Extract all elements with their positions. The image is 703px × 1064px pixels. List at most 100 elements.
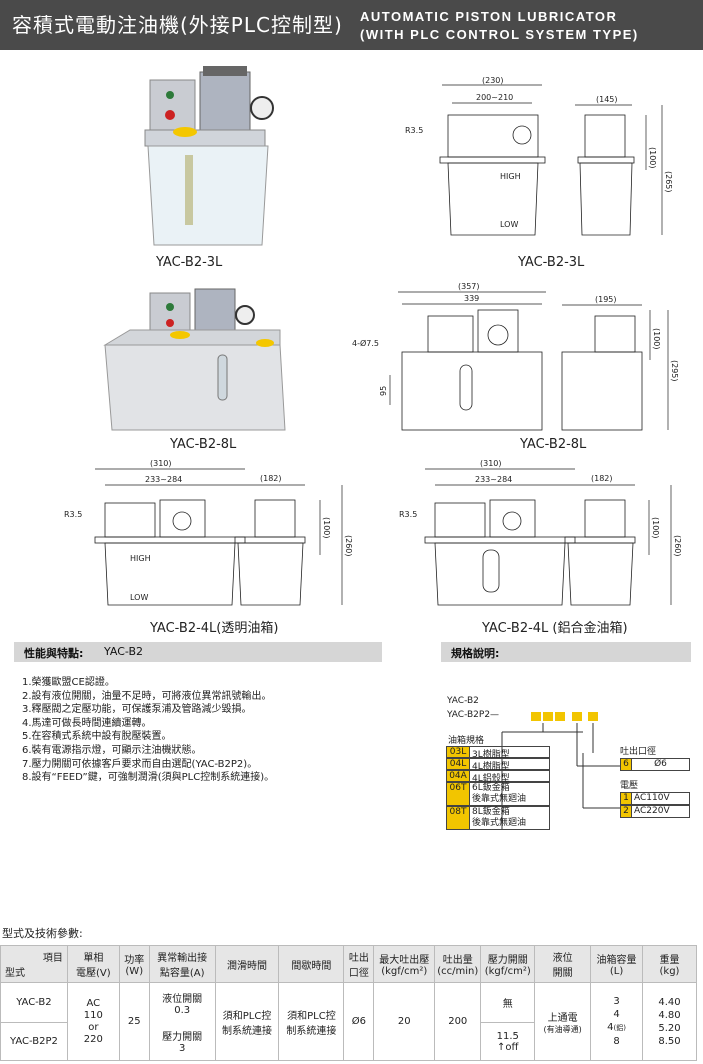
voltage-line: AC bbox=[86, 997, 101, 1009]
header-discharge: 吐出量(cc/min) bbox=[434, 945, 482, 983]
dim-d3-side: (182) bbox=[260, 474, 282, 483]
header-voltage-l2: 電壓(V) bbox=[76, 968, 111, 979]
cell-level: 上通電(有油導通) bbox=[534, 982, 592, 1061]
header-outlet-l1: 吐出 bbox=[348, 953, 369, 964]
code-slot-1 bbox=[531, 712, 541, 721]
header-power: 功率(W) bbox=[118, 945, 150, 983]
cell-psw-2: 11.5↑off bbox=[480, 1022, 536, 1061]
voltage-line: 110 bbox=[83, 1009, 103, 1021]
header-weight-l1: 重量 bbox=[659, 955, 680, 966]
header-cap-l1: 油箱容量 bbox=[596, 955, 637, 966]
voltage-label: 電壓 bbox=[620, 781, 639, 791]
caption-drawing-8l: YAC-B2-8L bbox=[520, 437, 587, 452]
voltage-line: 220 bbox=[83, 1033, 103, 1045]
header-maxp-l2: (kgf/cm²) bbox=[381, 966, 428, 977]
outlet-label: 吐出口徑 bbox=[620, 747, 657, 757]
header-level-l1: 液位 bbox=[552, 953, 573, 964]
alarm-value-1: 0.3 bbox=[174, 1004, 191, 1016]
header-psw-l1: 壓力開關 bbox=[487, 955, 528, 966]
spec-section-bar: 規格說明: bbox=[441, 642, 691, 662]
header-alarm-l2: 點容量(A) bbox=[159, 968, 205, 979]
product-photo-8l bbox=[103, 288, 286, 431]
lube-line: 須和PLC控 bbox=[222, 1010, 272, 1022]
header-item: 項目 bbox=[42, 953, 63, 964]
header-voltage-l1: 單相 bbox=[83, 953, 104, 964]
spec-model-2: YAC-B2P2— bbox=[447, 710, 500, 720]
dim-d1-h2: (265) bbox=[664, 171, 673, 193]
dim-d2-width: (357) bbox=[458, 282, 480, 291]
header-level-switch: 液位開關 bbox=[534, 945, 592, 983]
dim-d3-h1: (100) bbox=[322, 517, 331, 539]
interval-line: 須和PLC控 bbox=[287, 1010, 336, 1022]
drawing-4l-aluminum: (310) 233~284 R3.5 (182) (100) (260) bbox=[399, 459, 682, 606]
cell-max-pressure: 20 bbox=[373, 982, 436, 1061]
dim-d4-h1: (100) bbox=[651, 517, 660, 539]
voltage-code-1: 1 bbox=[620, 792, 632, 805]
features-model: YAC-B2 bbox=[104, 645, 143, 658]
feature-item: 7.壓力開關可依據客戶要求而自由選配(YAC-B2P2)。 bbox=[22, 758, 258, 770]
table-title: 型式及技術參數: bbox=[2, 927, 83, 940]
header-cap-l2: (L) bbox=[609, 966, 624, 977]
label-high-d3: HIGH bbox=[130, 554, 151, 563]
product-photo-3l bbox=[144, 66, 274, 246]
dim-d2-h2: (295) bbox=[670, 360, 679, 382]
weight-value: 4.80 bbox=[658, 1009, 681, 1021]
feature-item: 5.在容積式系統中設有脫壓裝置。 bbox=[22, 731, 172, 743]
dim-d1-inner: 200~210 bbox=[476, 93, 513, 102]
drawing-4l-transparent: (310) 233~284 R3.5 HIGH LOW (182) (100) … bbox=[64, 459, 353, 606]
header-weight-l2: (kg) bbox=[659, 966, 680, 977]
cell-model-2: YAC-B2P2 bbox=[0, 1022, 68, 1061]
caption-photo-8l: YAC-B2-8L bbox=[170, 437, 237, 452]
header-outlet: 吐出口徑 bbox=[343, 945, 375, 983]
cell-interval: 須和PLC控制系統連接 bbox=[278, 982, 345, 1061]
tank-code-03l: 03L bbox=[446, 746, 470, 758]
outlet-code: 6 bbox=[620, 758, 632, 771]
page-subtitle-english: (WITH PLC CONTROL SYSTEM TYPE) bbox=[360, 27, 639, 42]
cell-weight: 4.40 4.80 5.20 8.50 bbox=[642, 982, 697, 1061]
drawing-3l: (230) 200~210 R3.5 HIGH LOW (145) (100) … bbox=[405, 76, 673, 236]
level-line: 上通電 bbox=[547, 1012, 578, 1024]
dim-d4-side: (182) bbox=[591, 474, 613, 483]
cell-outlet: Ø6 bbox=[343, 982, 375, 1061]
caption-photo-3l: YAC-B2-3L bbox=[156, 255, 223, 270]
header-psw-l2: (kgf/cm²) bbox=[484, 966, 531, 977]
features-title: 性能與特點: bbox=[24, 647, 84, 660]
cell-psw-1: 無 bbox=[480, 982, 536, 1023]
feature-item: 8.設有“FEED”鍵，可強制潤滑(須與PLC控制系統連接)。 bbox=[22, 772, 275, 784]
dim-d4-width: (310) bbox=[480, 459, 502, 468]
caption-drawing-3l: YAC-B2-3L bbox=[518, 255, 585, 270]
dim-d1-h1: (100) bbox=[648, 147, 657, 169]
tank-desc-04l: 4L樹脂型 bbox=[470, 758, 550, 772]
code-slot-2 bbox=[543, 712, 553, 721]
weight-value: 8.50 bbox=[658, 1035, 681, 1047]
outlet-value: Ø6 bbox=[632, 758, 690, 771]
capacity-value-alu: 4(鋁) bbox=[591, 1021, 642, 1035]
cell-lube-time: 須和PLC控制系統連接 bbox=[214, 982, 280, 1061]
header-level-l2: 開關 bbox=[552, 968, 573, 979]
alarm-type-1: 液位開關 bbox=[162, 993, 203, 1005]
dim-d3-h2: (260) bbox=[344, 535, 353, 557]
header-power-l2: (W) bbox=[125, 966, 144, 977]
spec-title: 規格說明: bbox=[451, 647, 500, 660]
features-section-bar: 性能與特點: YAC-B2 bbox=[14, 642, 382, 662]
code-slot-5 bbox=[588, 712, 598, 721]
tank-desc2-08t: 後靠式無廻油 bbox=[472, 818, 527, 828]
tank-code-04l: 04L bbox=[446, 758, 470, 770]
cell-model-1: YAC-B2 bbox=[0, 982, 68, 1023]
cell-discharge: 200 bbox=[434, 982, 482, 1061]
header-weight: 重量(kg) bbox=[642, 945, 697, 983]
cell-voltage: AC 110 or 220 bbox=[66, 982, 120, 1061]
tank-desc-03l: 3L樹脂型 bbox=[470, 746, 550, 760]
voltage-code-2: 2 bbox=[620, 805, 632, 818]
alarm-value-2: 3 bbox=[178, 1043, 186, 1055]
interval-line: 制系統連接 bbox=[286, 1025, 337, 1037]
weight-value: 5.20 bbox=[658, 1022, 681, 1034]
tank-desc-06t: 6L鈑金箱 bbox=[472, 783, 510, 793]
feature-item: 1.榮獲歐盟CE認證。 bbox=[22, 677, 115, 688]
spec-model-1: YAC-B2 bbox=[447, 696, 479, 706]
header-item-model: 項目 型式 bbox=[0, 945, 68, 983]
